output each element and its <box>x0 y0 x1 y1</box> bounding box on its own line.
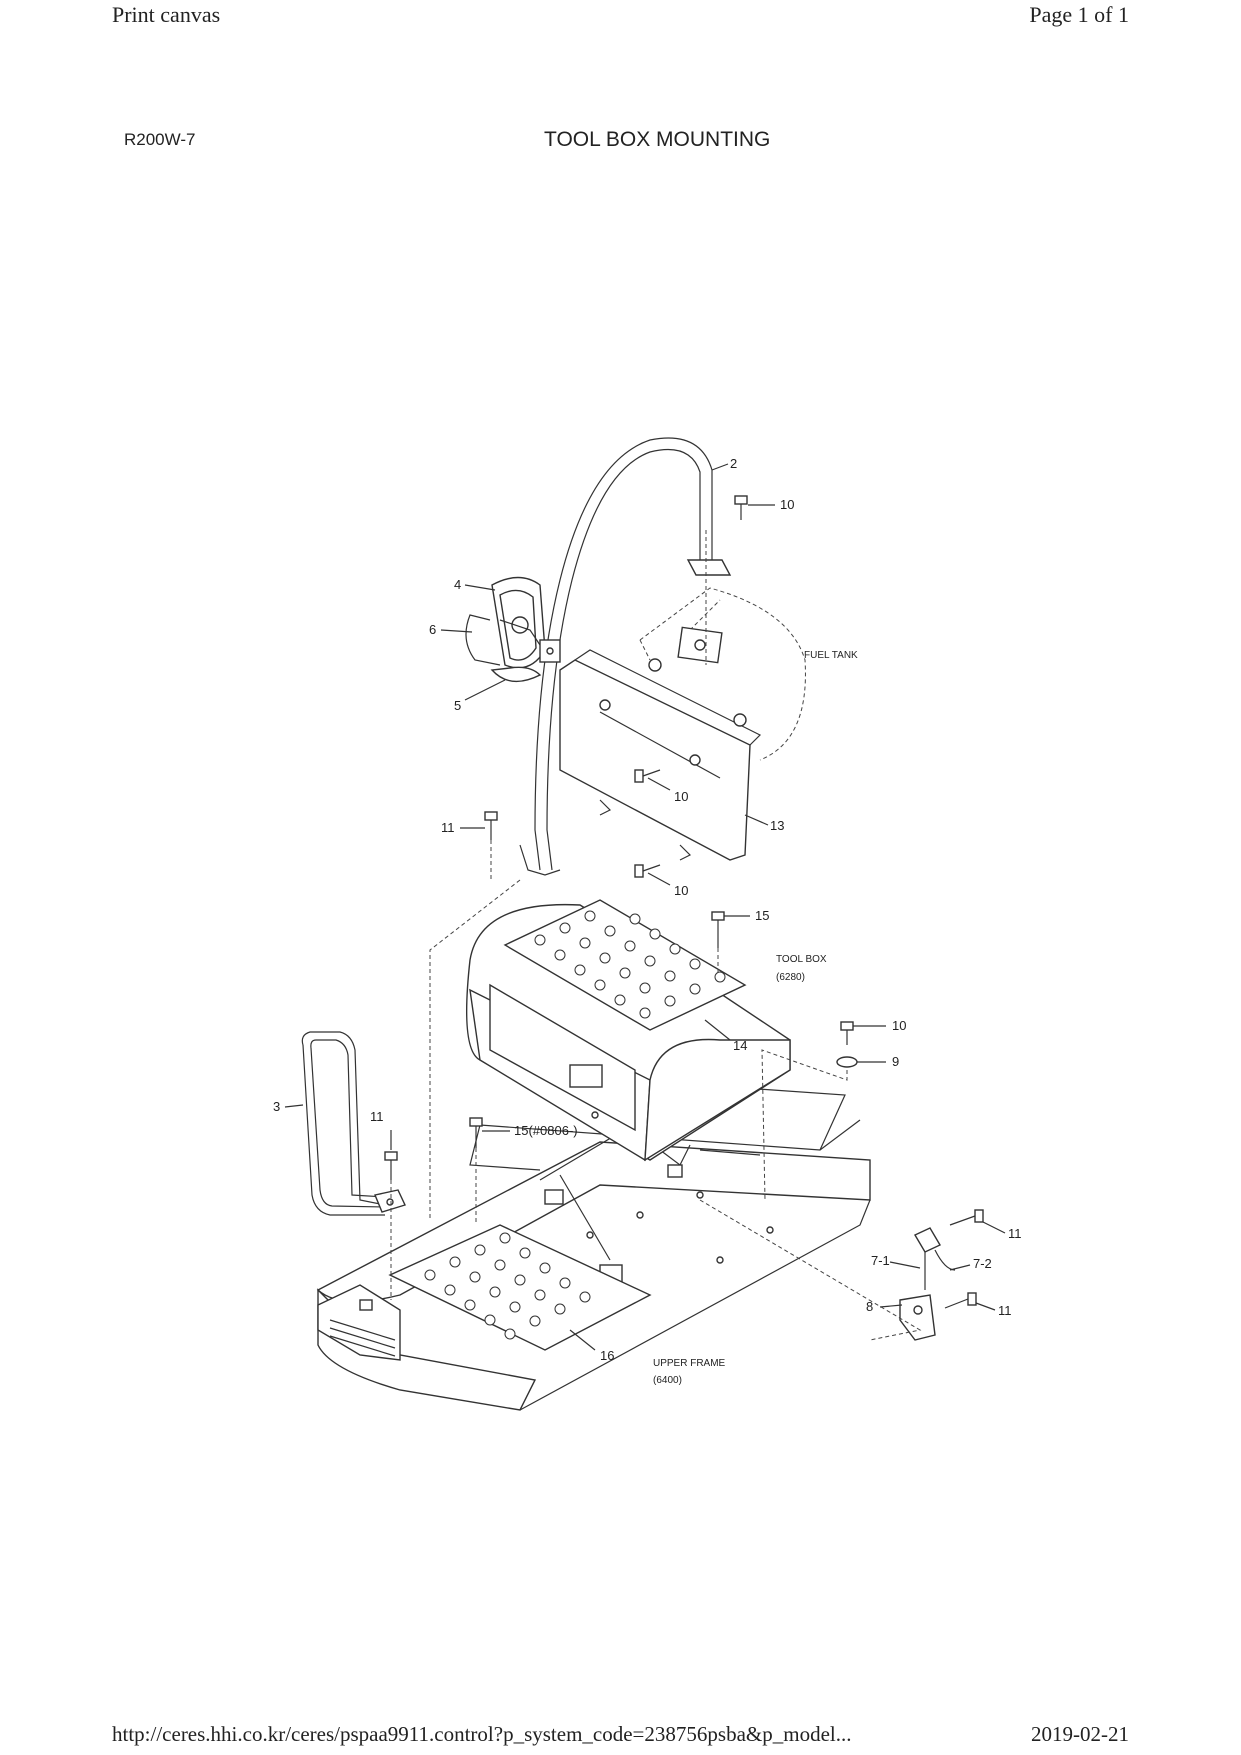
bolt-11a <box>484 811 498 840</box>
step-plate-upper <box>503 899 747 1031</box>
upper-frame-code: (6400) <box>653 1375 682 1386</box>
bolt-11d <box>944 1292 977 1309</box>
cover <box>559 649 762 861</box>
callout-10b: 10 <box>674 789 688 804</box>
callout-14: 14 <box>733 1038 747 1053</box>
model-label: R200W-7 <box>124 130 196 149</box>
callout-7-1: 7-1 <box>871 1253 890 1268</box>
callout-11c: 11 <box>1008 1226 1022 1241</box>
bolt-11b <box>384 1151 398 1180</box>
callout-15b: 15(#0806-) <box>514 1123 578 1138</box>
bolt-15a <box>711 911 725 948</box>
callout-3: 3 <box>273 1099 280 1114</box>
callout-10c: 10 <box>674 883 688 898</box>
mirror-assembly <box>465 576 561 683</box>
callout-10a: 10 <box>780 497 794 512</box>
callout-15a: 15 <box>755 908 769 923</box>
drawing-title: TOOL BOX MOUNTING <box>544 128 771 151</box>
callout-2: 2 <box>730 456 737 471</box>
callout-9: 9 <box>892 1054 899 1069</box>
bolt-10a <box>734 495 748 520</box>
callout-11d: 11 <box>998 1303 1012 1318</box>
callout-8: 8 <box>866 1299 873 1314</box>
leader-lines <box>284 463 1006 1351</box>
upper-frame-label: UPPER FRAME <box>653 1358 726 1369</box>
mirror-stay-pipe <box>519 437 732 876</box>
footer-url: http://ceres.hhi.co.kr/ceres/pspaa9911.c… <box>112 1722 852 1746</box>
callouts: 2 10 4 6 5 10 13 11 10 15 14 10 9 3 11 1… <box>273 456 1022 1363</box>
callout-4: 4 <box>454 577 461 592</box>
annotations: FUEL TANK TOOL BOX (6280) UPPER FRAME (6… <box>653 650 858 1386</box>
callout-11b: 11 <box>370 1109 384 1124</box>
washer-9 <box>836 1056 858 1068</box>
fuel-tank-label: FUEL TANK <box>804 650 858 661</box>
fuel-tank <box>639 587 806 761</box>
header-left: Print canvas <box>112 2 221 27</box>
callout-10d: 10 <box>892 1018 906 1033</box>
tool-box-label: TOOL BOX <box>776 954 827 965</box>
bolt-10b <box>634 769 661 783</box>
upper-frame <box>316 1084 871 1411</box>
bolt-10d <box>840 1021 854 1045</box>
header-right: Page 1 of 1 <box>1029 2 1129 27</box>
step-plate-lower <box>388 1224 652 1351</box>
bolt-11c <box>949 1209 984 1226</box>
tool-box-code: (6280) <box>776 972 805 983</box>
callout-6: 6 <box>429 622 436 637</box>
tread-pattern-lower <box>424 1232 591 1340</box>
callout-11a: 11 <box>441 820 455 835</box>
bolt-10c <box>634 864 661 878</box>
callout-13: 13 <box>770 818 784 833</box>
assembly-lines <box>390 530 922 1341</box>
tread-pattern-upper <box>534 910 726 1019</box>
footer-date: 2019-02-21 <box>1031 1722 1129 1746</box>
hand-rail <box>301 1031 406 1216</box>
latch-assembly <box>899 1227 956 1341</box>
callout-16: 16 <box>600 1348 614 1363</box>
bolt-15b <box>469 1117 483 1148</box>
callout-7-2: 7-2 <box>973 1256 992 1271</box>
callout-5: 5 <box>454 698 461 713</box>
